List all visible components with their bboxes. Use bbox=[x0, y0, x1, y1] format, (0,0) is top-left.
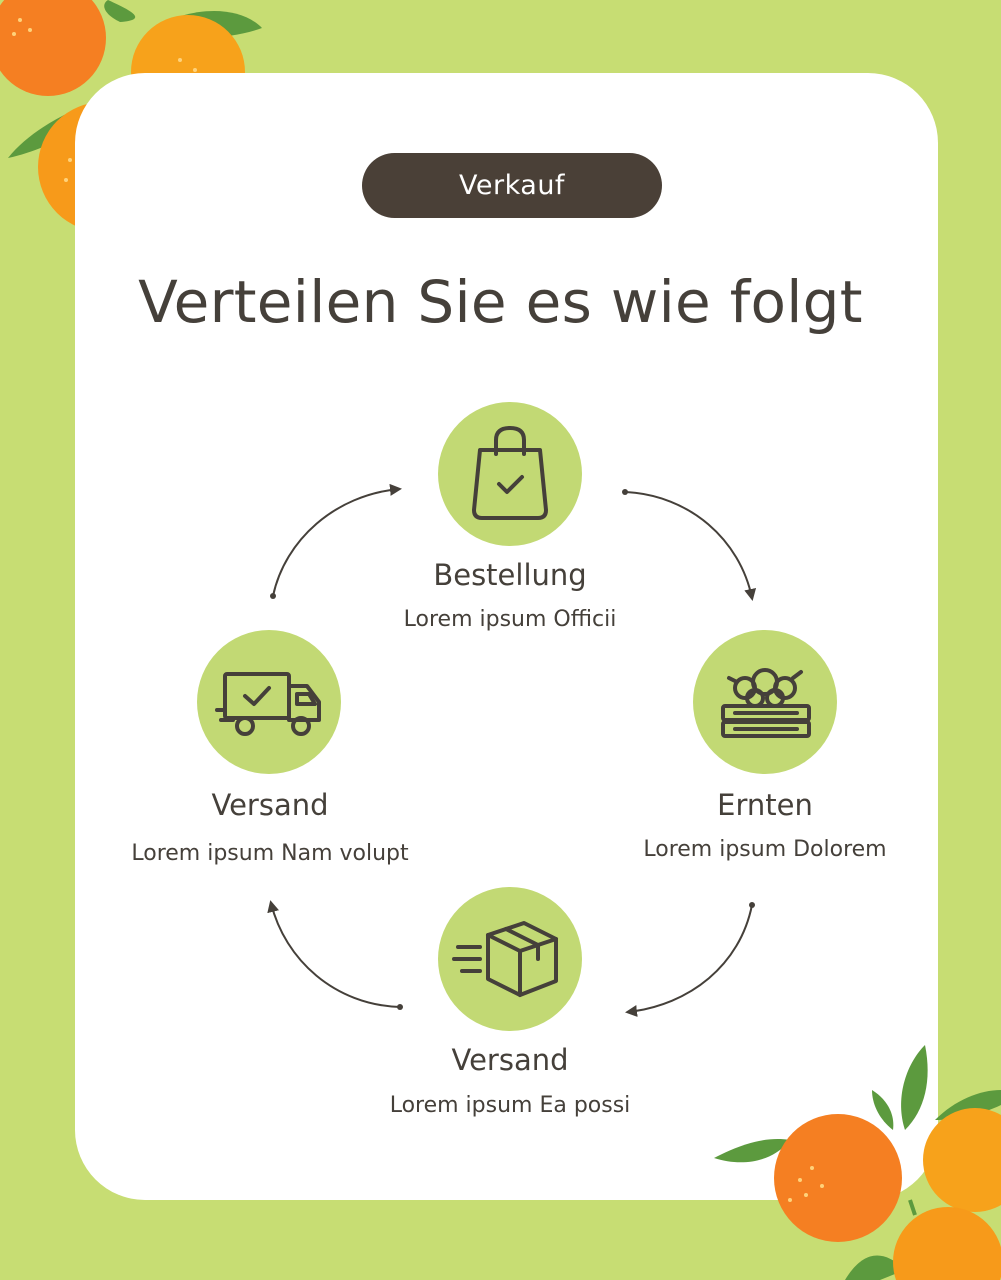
category-badge: Verkauf bbox=[362, 153, 662, 218]
step-bestellung-icon-circle bbox=[438, 402, 582, 546]
step-ernten-icon-circle bbox=[693, 630, 837, 774]
step-bestellung-title: Bestellung bbox=[433, 558, 587, 592]
step-ernten-title: Ernten bbox=[717, 788, 813, 822]
step-versand-left-desc: Lorem ipsum Nam volupt bbox=[131, 841, 409, 866]
step-ernten-desc: Lorem ipsum Dolorem bbox=[643, 837, 887, 862]
shopping-bag-check-icon bbox=[472, 426, 548, 520]
step-versand-left-title: Versand bbox=[211, 788, 329, 822]
step-versand-left-icon-circle bbox=[197, 630, 341, 774]
step-versand-bottom-icon-circle bbox=[438, 887, 582, 1031]
delivery-truck-check-icon bbox=[215, 672, 321, 736]
step-versand-bottom-title: Versand bbox=[451, 1043, 569, 1077]
moving-box-icon bbox=[452, 921, 558, 997]
step-bestellung-desc: Lorem ipsum Officii bbox=[403, 607, 617, 632]
step-versand-bottom-desc: Lorem ipsum Ea possi bbox=[389, 1093, 631, 1118]
page-title: Verteilen Sie es wie folgt bbox=[138, 268, 863, 336]
fruit-crate-icon bbox=[721, 668, 811, 738]
category-badge-label: Verkauf bbox=[459, 170, 565, 201]
